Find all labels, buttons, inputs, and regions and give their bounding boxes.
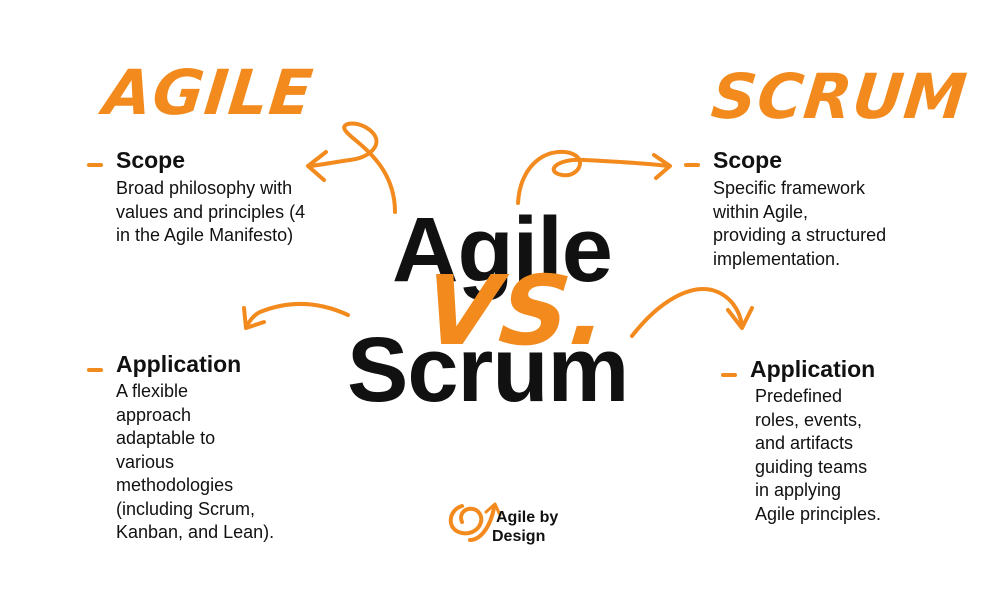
arrow-to-agile-application <box>245 302 350 328</box>
arrow-to-scrum-application <box>630 287 744 338</box>
bullet-dash <box>87 368 103 372</box>
logo-line-2: Design <box>492 528 546 545</box>
arrow-to-agile-scope <box>308 121 397 214</box>
agile-application-text: A flexible approach adaptable to various… <box>116 381 275 542</box>
scrum-application-text: Predefined roles, events, and artifacts … <box>755 386 882 524</box>
bullet-dash <box>87 163 103 167</box>
scrum-application-label: Application <box>750 356 876 382</box>
arrowhead-scrum-application <box>726 306 754 330</box>
agile-application-label: Application <box>116 351 242 377</box>
logo-line-1: Agile by <box>496 509 559 526</box>
arrowhead-agile-scope <box>306 150 328 182</box>
bullet-dash <box>684 163 700 167</box>
arrowhead-scrum-scope <box>652 153 672 180</box>
bullet-dash <box>721 373 737 377</box>
arrowhead-agile-application <box>242 306 266 330</box>
arrow-to-scrum-scope <box>516 149 670 205</box>
center-scrum-word: Scrum <box>347 319 629 421</box>
agile-heading: AGILE <box>100 56 317 129</box>
scrum-scope-label: Scope <box>713 147 783 173</box>
agile-scope-text: Broad philosophy with values and princip… <box>116 178 306 245</box>
agile-scope-label: Scope <box>116 147 186 173</box>
scrum-heading: SCRUM <box>708 60 971 133</box>
center-agile-word: Agile <box>392 199 613 301</box>
logo-swirl-icon <box>448 502 502 542</box>
scrum-scope-text: Specific framework within Agile, providi… <box>713 178 887 269</box>
center-vs-word: VS. <box>419 255 614 367</box>
